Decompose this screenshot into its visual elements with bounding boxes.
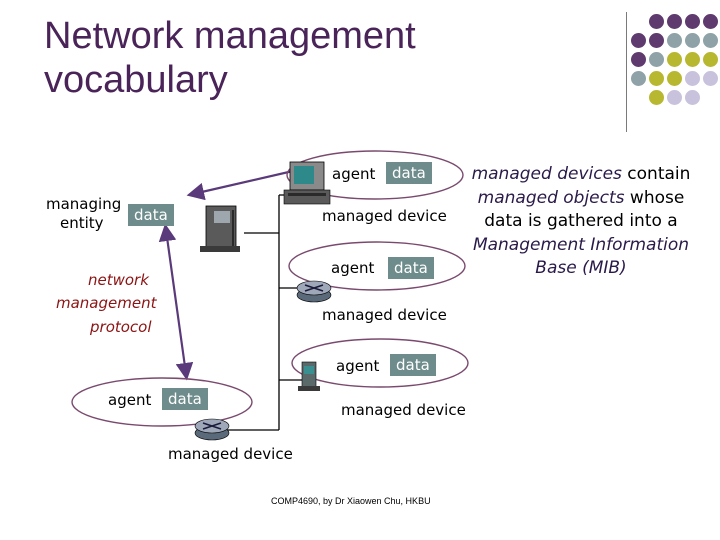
note-managed-devices: managed devices (471, 164, 622, 184)
device-2-managed-label: managed device (322, 306, 447, 324)
device-3-managed-label: managed device (341, 401, 466, 419)
decorative-dot (649, 33, 664, 48)
managing-entity-label-line1: managing (46, 195, 122, 213)
decorative-dot (703, 33, 718, 48)
slide-title: Network management vocabulary (44, 14, 416, 102)
decorative-dot (667, 33, 682, 48)
protocol-label-line3: protocol (90, 318, 152, 336)
decorative-dot (649, 14, 664, 29)
decorative-dot (685, 71, 700, 86)
protocol-label-line1: network (88, 271, 149, 289)
data-ellipses (71, 150, 469, 427)
note-contain: contain (621, 164, 691, 184)
managed-device-computer-icon-1 (283, 161, 331, 205)
decorative-dot (667, 90, 682, 105)
decorative-dot (649, 90, 664, 105)
decorative-dot (667, 14, 682, 29)
device-4-agent-label: agent (108, 391, 152, 409)
device-2-agent-label: agent (331, 259, 375, 277)
decorative-dot (631, 52, 646, 67)
decorative-dot (649, 52, 664, 67)
device-1-data-box: data (386, 162, 432, 184)
decorative-dot (685, 90, 700, 105)
footer-credit: COMP4690, by Dr Xiaowen Chu, HKBU (271, 496, 431, 506)
decorative-dot (703, 71, 718, 86)
decorative-dot (685, 14, 700, 29)
managing-entity-computer-icon (200, 205, 240, 252)
device-2-data-box: data (388, 257, 434, 279)
mib-explanation-note: managed devices contain managed objects … (458, 163, 704, 281)
decorative-dot (685, 52, 700, 67)
managed-device-router-icon-4 (194, 418, 230, 441)
note-gathered: whose data is gathered into a (484, 187, 685, 232)
managing-entity-label-line2: entity (60, 214, 104, 232)
decorative-dot (685, 33, 700, 48)
note-mib: Management Information Base (MIB) (472, 234, 690, 279)
device-1-managed-label: managed device (322, 207, 447, 225)
decorative-dot (631, 33, 646, 48)
device-3-data-box: data (390, 354, 436, 376)
device-3-agent-label: agent (336, 357, 380, 375)
protocol-label-line2: management (56, 294, 157, 312)
decorative-dot (667, 71, 682, 86)
device-1-agent-label: agent (332, 165, 376, 183)
device-4-managed-label: managed device (168, 445, 293, 463)
note-managed-objects: managed objects (477, 187, 625, 208)
device-4-data-box: data (162, 388, 208, 410)
decorative-dot (667, 52, 682, 67)
decorative-dot (703, 52, 718, 67)
decorative-divider (626, 12, 627, 132)
title-line-2: vocabulary (44, 59, 228, 101)
managing-entity-data-box: data (128, 204, 174, 226)
decorative-dot (649, 71, 664, 86)
decorative-dot (703, 14, 718, 29)
decorative-dot (631, 71, 646, 86)
managed-device-router-icon-2 (296, 280, 332, 303)
title-line-1: Network management (44, 15, 416, 57)
managed-device-computer-icon-3 (298, 361, 320, 391)
